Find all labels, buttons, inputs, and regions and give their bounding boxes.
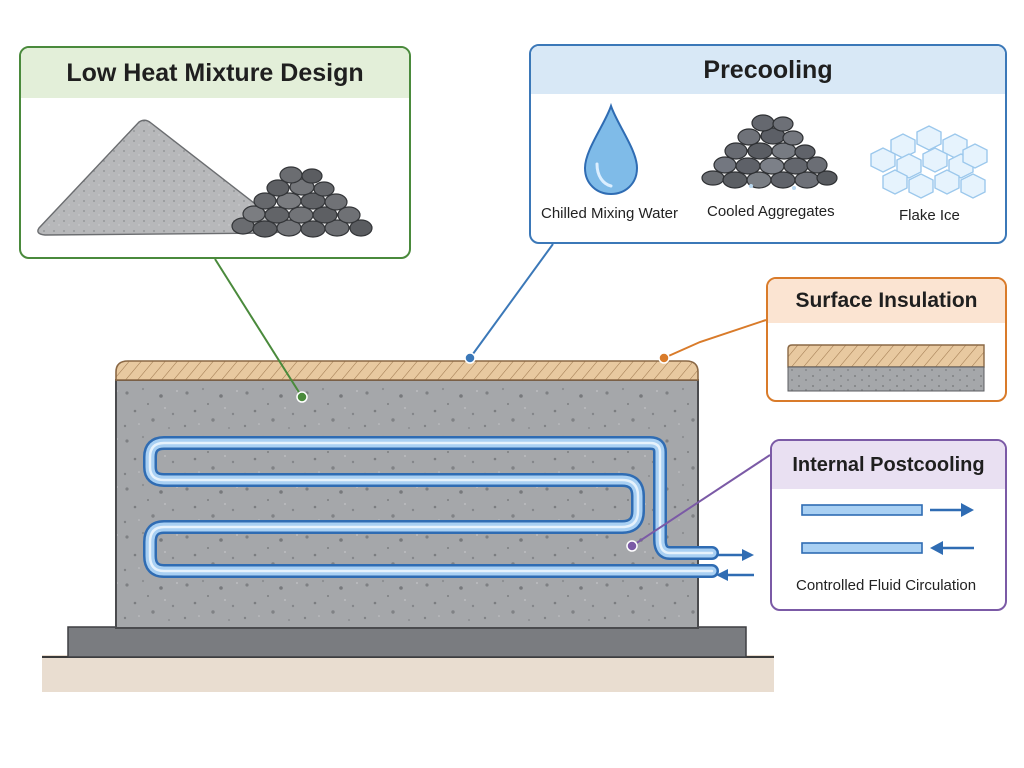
cement-pile-icon: [37, 119, 373, 238]
caption-controlled-fluid-circulation: Controlled Fluid Circulation: [796, 577, 977, 594]
callout-title: Surface Insulation: [768, 279, 1005, 323]
aggregate-pile-icon: [701, 114, 838, 189]
callout-internal-postcooling: Internal Postcooling Controlled Fluid Ci…: [770, 439, 1007, 611]
flow-arrow-icon: [716, 549, 754, 581]
leader-internal-postcooling: [626, 454, 771, 552]
callout-title: Low Heat Mixture Design: [21, 48, 409, 98]
precooling-icons: [583, 102, 988, 199]
insulation-sample-icon: [787, 344, 985, 392]
caption-flake-ice: Flake Ice: [899, 207, 960, 224]
leader-low-heat: [214, 258, 308, 403]
callout-precooling: Precooling: [529, 44, 1007, 244]
aggregate-pile-icon: [231, 166, 373, 238]
caption-cooled-aggregates: Cooled Aggregates: [707, 203, 835, 220]
foundation-slab: [67, 626, 747, 658]
leader-surface-insulation: [658, 319, 767, 364]
callout-title: Precooling: [531, 46, 1005, 94]
callout-surface-insulation: Surface Insulation: [766, 277, 1007, 402]
callout-low-heat-mixture: Low Heat Mixture Design: [19, 46, 411, 259]
flow-arrow-icon: [930, 503, 974, 517]
insulation-layer: [115, 360, 699, 381]
caption-chilled-water: Chilled Mixing Water: [541, 205, 678, 222]
cooling-pipe: [143, 436, 719, 578]
concrete-block: [115, 379, 699, 629]
leader-precooling: [464, 243, 554, 364]
callout-title: Internal Postcooling: [772, 441, 1005, 489]
ice-cubes-icon: [870, 125, 988, 199]
flow-diagram: [801, 503, 974, 555]
ground: [42, 655, 774, 692]
flow-arrow-icon: [930, 541, 974, 555]
water-drop-icon: [583, 102, 639, 196]
